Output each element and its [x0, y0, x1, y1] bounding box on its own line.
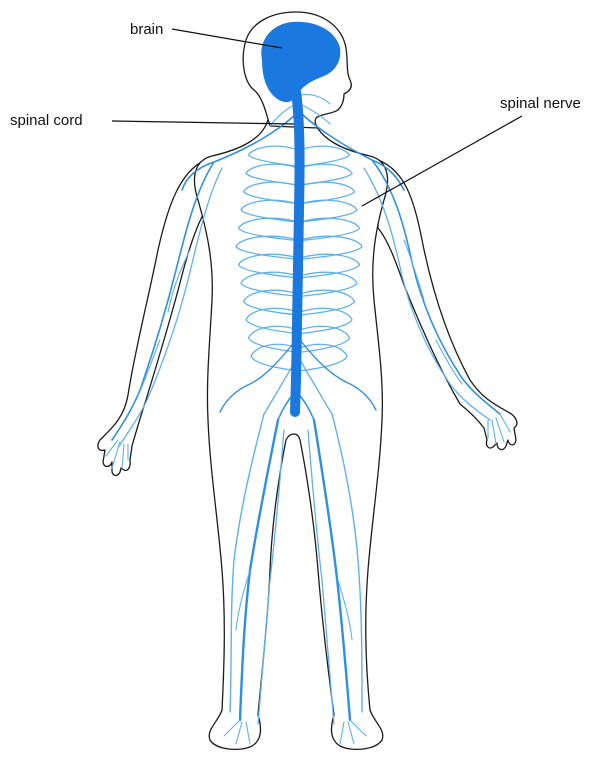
body-silhouette	[98, 12, 517, 749]
label-spinal-cord: spinal cord	[10, 112, 83, 129]
label-brain: brain	[130, 21, 163, 38]
leader-spinal-nerve	[362, 116, 522, 206]
torso-legs-outline	[194, 120, 387, 749]
right-arm-outline	[378, 160, 517, 450]
left-arm-outline	[98, 160, 206, 475]
label-spinal-nerve: spinal nerve	[500, 95, 581, 112]
spinal-cord	[295, 92, 300, 412]
